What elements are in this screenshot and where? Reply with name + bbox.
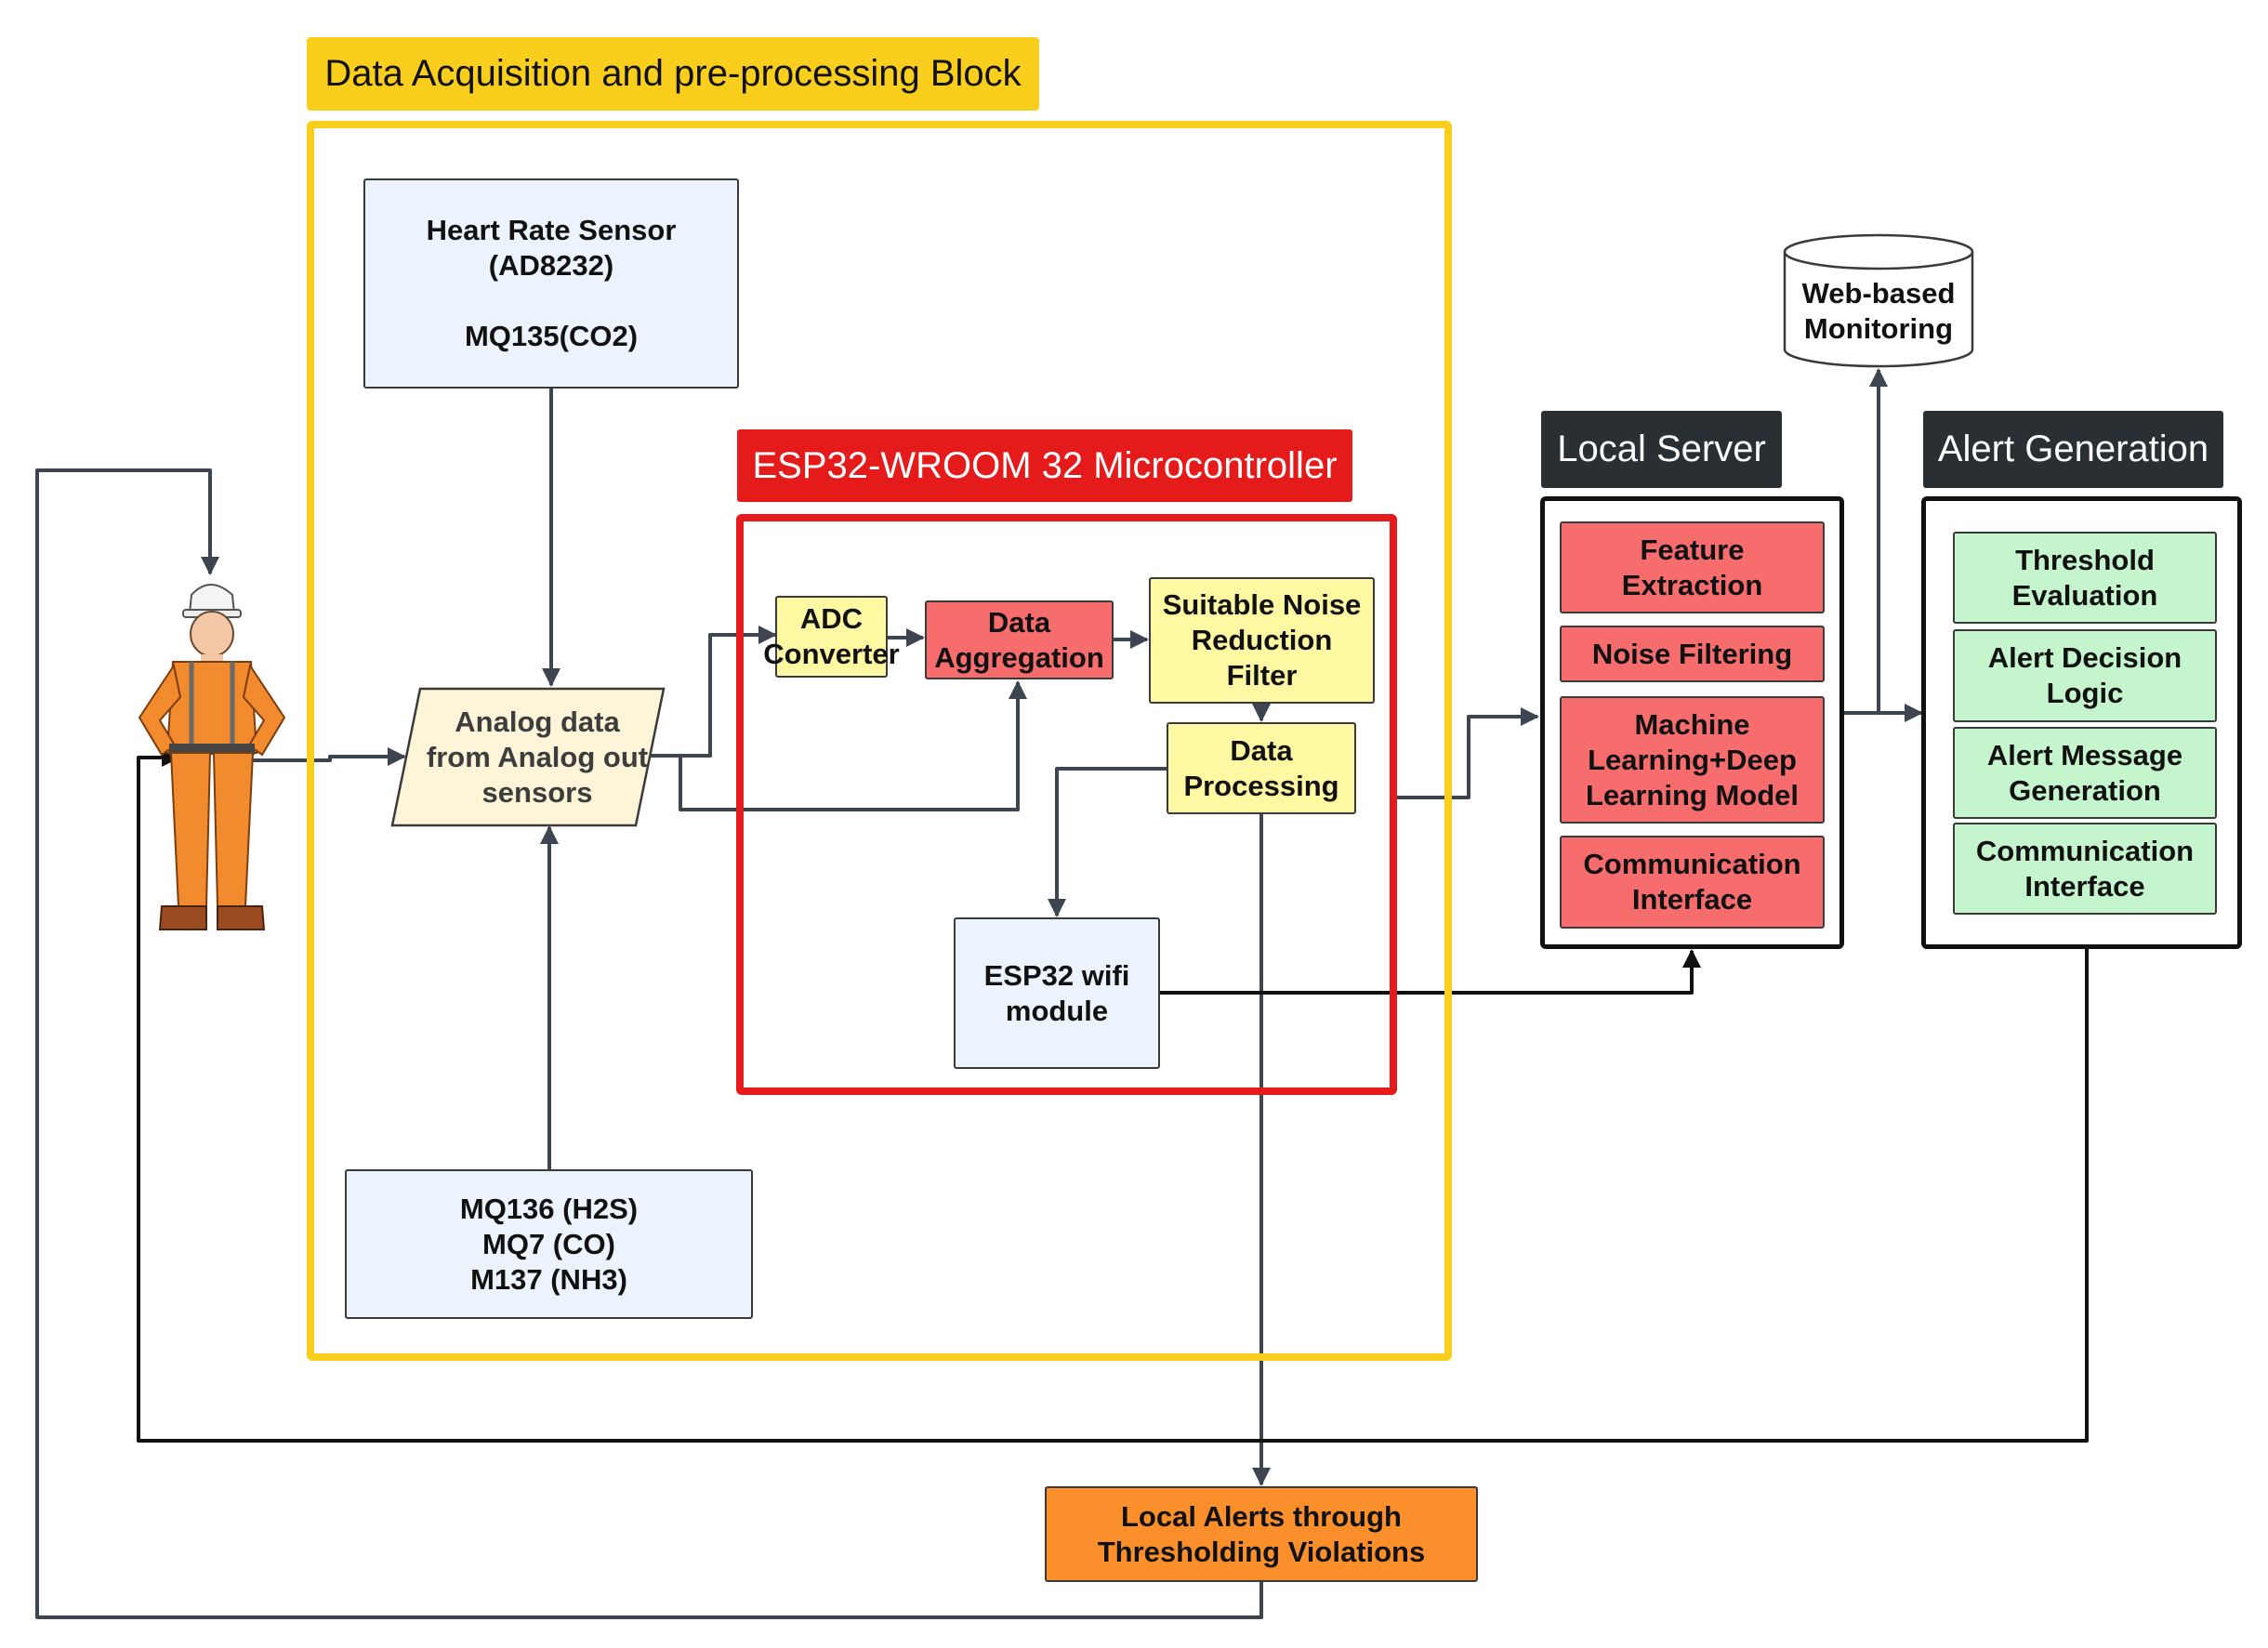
analog-data-label: Analog data from Analog out sensors: [426, 705, 649, 809]
adc-converter-box: ADC Converter: [763, 596, 900, 678]
acquisition-block-frame: [307, 121, 1452, 1361]
arrow-mcu-to-server: [1397, 707, 1539, 799]
noise-filtering-box: Noise Filtering: [1560, 626, 1825, 682]
esp32-wifi-module-box: ESP32 wifi module: [954, 917, 1160, 1069]
server-block-title: Local Server: [1541, 411, 1782, 488]
alert-communication-interface-box: Communication Interface: [1953, 823, 2217, 915]
worker-with-hard-hat-illustration: [138, 584, 286, 930]
line-local-alerts-return: [35, 468, 1263, 1619]
arrow-worker-to-analog: [251, 747, 406, 766]
gas-sensors-box: MQ136 (H2S) MQ7 (CO) M137 (NH3): [345, 1169, 753, 1319]
arrow-alert-to-worker: [137, 748, 2089, 1443]
ml-dl-model-box: Machine Learning+Deep Learning Model: [1560, 696, 1825, 824]
local-alerts-box: Local Alerts through Thresholding Violat…: [1045, 1486, 1478, 1582]
mcu-block-title: ESP32-WROOM 32 Microcontroller: [737, 429, 1352, 502]
feature-extraction-box: Feature Extraction: [1560, 521, 1825, 613]
arrow-wifi-to-server: [1160, 949, 1701, 995]
threshold-evaluation-box: Threshold Evaluation: [1953, 532, 2217, 624]
server-communication-interface-box: Communication Interface: [1560, 836, 1825, 929]
noise-reduction-filter-box: Suitable Noise Reduction Filter: [1149, 577, 1375, 704]
acquisition-block-title: Data Acquisition and pre-processing Bloc…: [307, 37, 1039, 111]
alert-decision-logic-box: Alert Decision Logic: [1953, 629, 2217, 722]
alert-block-frame: [1921, 496, 2242, 949]
arrow-processing-to-wifi: [1048, 767, 1167, 917]
analog-data-parallelogram: [390, 687, 666, 827]
data-aggregation-box: Data Aggregation: [925, 600, 1114, 679]
heart-rate-co2-sensors-box: Heart Rate Sensor (AD8232) MQ135(CO2): [363, 178, 739, 389]
arrow-analog-to-aggregation: [679, 680, 1027, 811]
web-monitoring-label: Web-based Monitoring: [1801, 277, 1956, 345]
data-processing-box: Data Processing: [1167, 722, 1356, 814]
alert-message-generation-box: Alert Message Generation: [1953, 727, 2217, 819]
alert-block-title: Alert Generation: [1923, 411, 2223, 488]
mcu-block-frame: [736, 514, 1397, 1095]
web-monitoring-database-icon: [1783, 233, 1974, 368]
server-block-frame: [1540, 496, 1844, 949]
